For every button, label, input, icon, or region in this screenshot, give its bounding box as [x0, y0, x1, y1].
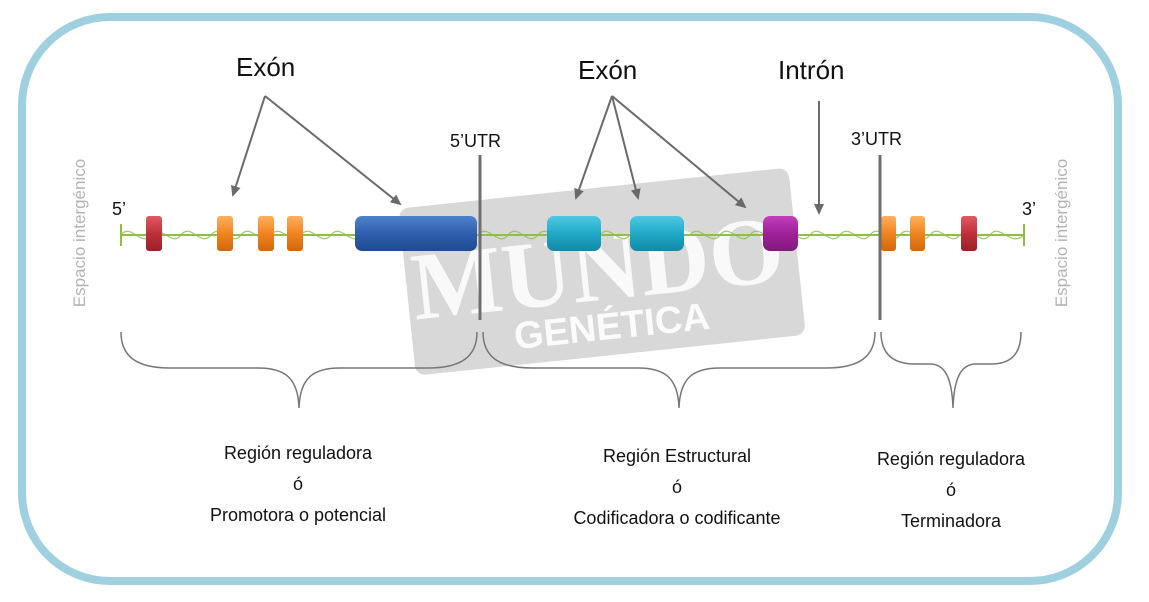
- region-regulatory-terminator-line2: ó: [945, 480, 956, 500]
- arrow-exon-left-1: [231, 95, 266, 197]
- region-regulatory-terminator: Región reguladora ó Terminadora: [856, 444, 1046, 537]
- promoter-element-orange-3: [287, 216, 303, 251]
- dna-wave: [120, 230, 1025, 240]
- promoter-element-orange-2: [258, 216, 274, 251]
- watermark-card: [399, 168, 805, 375]
- brace-regulatory-promoter: [120, 331, 478, 409]
- intron-label: Intrón: [778, 55, 845, 85]
- dna-end-5-label: 5’: [112, 199, 127, 219]
- exon-block-purple: [763, 216, 798, 251]
- arrow-exon-right-3: [611, 95, 747, 209]
- brace-structural: [482, 331, 876, 409]
- region-structural: Región Estructural ó Codificadora o codi…: [547, 441, 807, 534]
- dna-end-3-label: 3’: [1022, 199, 1037, 219]
- exon-label-right: Exón: [578, 55, 638, 85]
- terminator-element-red: [961, 216, 977, 251]
- watermark: MUNDO GENÉTICA: [399, 168, 805, 375]
- region-regulatory-terminator-line1: Región reguladora: [876, 449, 1026, 469]
- exon-block-blue: [355, 216, 477, 251]
- terminator-element-orange-2: [910, 216, 925, 251]
- promoter-element-orange-1: [217, 216, 233, 251]
- region-structural-line1: Región Estructural: [602, 446, 752, 466]
- region-regulatory-promoter: Región reguladora ó Promotora o potencia…: [180, 438, 416, 531]
- arrow-exon-right-2: [611, 95, 641, 200]
- region-structural-line3: Codificadora o codificante: [573, 508, 781, 528]
- arrow-exon-left-2: [264, 95, 402, 206]
- utr5-label: 5’UTR: [450, 131, 502, 151]
- promoter-element-red: [146, 216, 162, 251]
- region-regulatory-terminator-line3: Terminadora: [900, 511, 1002, 531]
- exon-block-teal-2: [630, 216, 684, 251]
- utr3-label: 3’UTR: [851, 129, 903, 149]
- intergenic-space-right-label: Espacio intergénico: [1052, 158, 1071, 308]
- exon-block-teal-1: [547, 216, 601, 251]
- intergenic-space-left-label: Espacio intergénico: [70, 158, 89, 308]
- region-structural-line2: ó: [671, 477, 682, 497]
- region-regulatory-promoter-line3: Promotora o potencial: [209, 505, 387, 525]
- arrow-exon-right-1: [574, 95, 613, 200]
- region-regulatory-promoter-line1: Región reguladora: [223, 443, 373, 463]
- region-regulatory-promoter-line2: ó: [292, 474, 303, 494]
- brace-regulatory-terminator: [880, 331, 1022, 409]
- exon-label-left: Exón: [236, 52, 296, 82]
- terminator-element-orange-1: [881, 216, 896, 251]
